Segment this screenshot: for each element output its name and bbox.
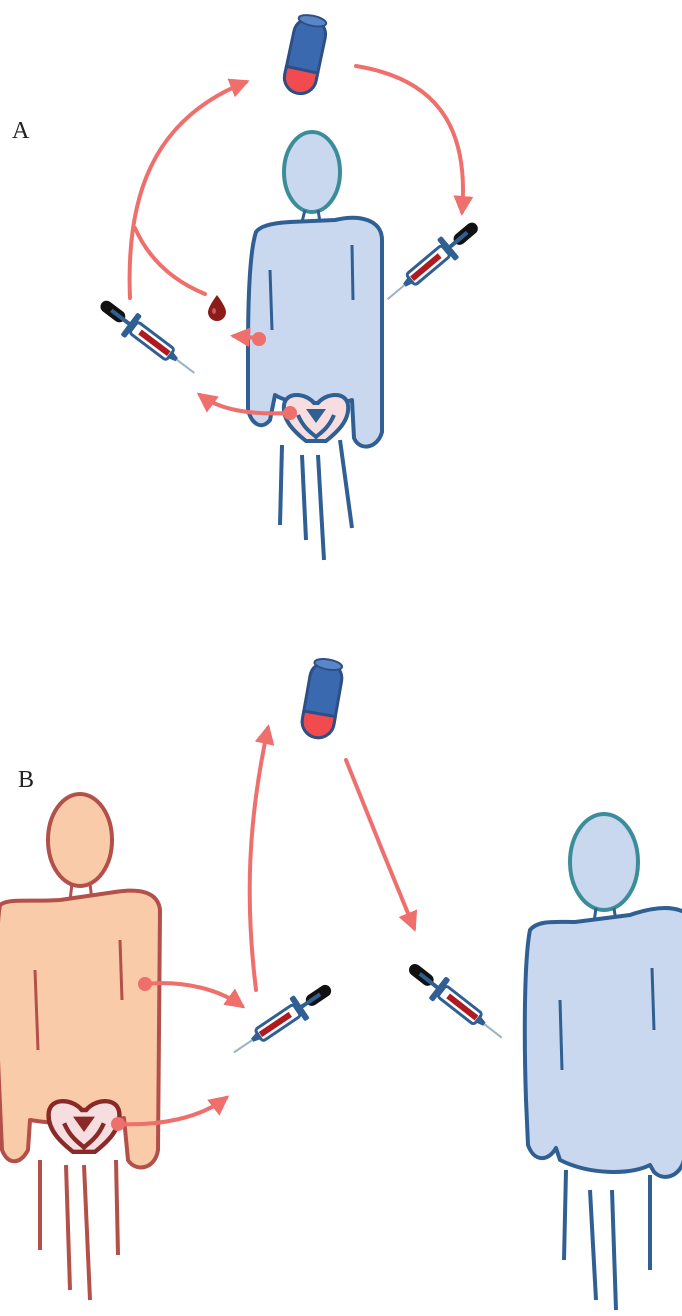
sample-point <box>138 977 152 991</box>
arrow-syringe-to-tube <box>250 728 268 990</box>
arrow-tube-to-syringe <box>346 760 414 928</box>
blood-tube-icon <box>281 13 329 97</box>
blood-drop-icon <box>208 295 226 321</box>
panel-a-label: A <box>12 118 30 144</box>
arrows-b <box>118 728 414 1124</box>
pelvis-icon <box>49 1101 120 1152</box>
panel-a: A <box>12 13 485 560</box>
person-icon <box>248 132 382 560</box>
arrow-syringe-to-tube <box>130 82 246 298</box>
blood-tube-icon <box>300 657 345 740</box>
syringe-icon <box>93 292 202 384</box>
arrow-drop-branch <box>135 228 205 294</box>
panel-b-label: B <box>18 767 34 793</box>
arrow-tube-to-syringe <box>356 66 463 212</box>
sample-point <box>252 332 266 346</box>
syringe-icon <box>402 955 511 1048</box>
syringe-icon <box>226 976 338 1064</box>
person-icon <box>525 814 682 1310</box>
panel-b: B <box>0 657 682 1310</box>
sample-point <box>111 1117 125 1131</box>
person-icon <box>0 794 160 1300</box>
syringe-icon <box>379 214 486 310</box>
sample-point <box>283 406 297 420</box>
